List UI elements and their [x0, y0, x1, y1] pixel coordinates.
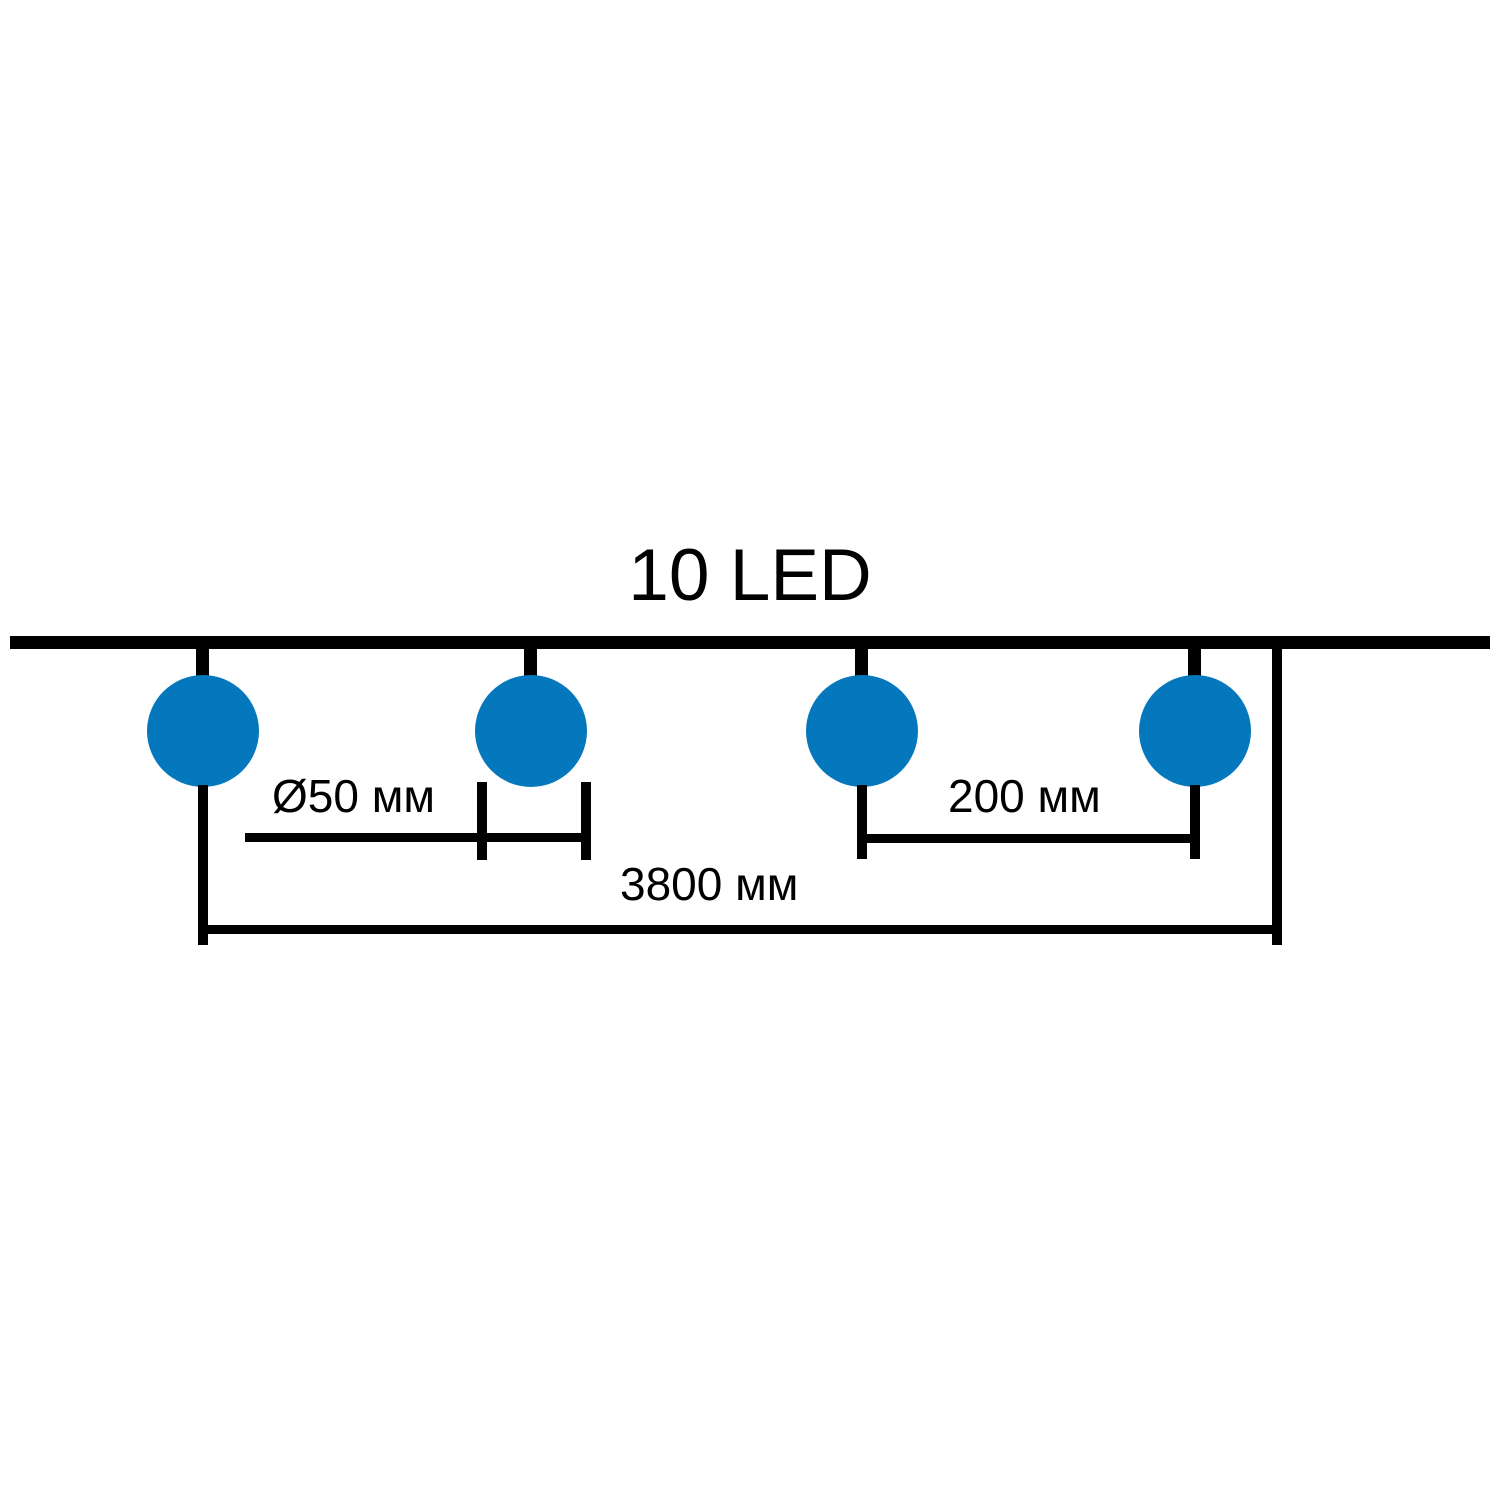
spacing-dimension-line — [862, 834, 1195, 843]
led-unit-2 — [475, 642, 587, 787]
total-length-dimension-group: 3800 мм — [203, 642, 1282, 945]
diameter-ext-line-right — [581, 782, 591, 860]
spacing-dimension-group: 200 мм — [862, 770, 1195, 843]
diagram-title: 10 LED — [628, 535, 872, 616]
extension-line-led-1 — [198, 785, 208, 945]
led-unit-4 — [1139, 642, 1251, 859]
diameter-ext-line-left — [477, 782, 487, 860]
led-unit-1 — [147, 642, 259, 945]
spacing-label: 200 мм — [948, 770, 1101, 822]
total-length-dimension-line — [203, 925, 1277, 934]
main-wire — [10, 636, 1490, 649]
diameter-dimension-group: Ø50 мм — [245, 770, 591, 860]
led-unit-3 — [806, 642, 918, 859]
total-length-label: 3800 мм — [620, 858, 798, 910]
led-bulb-2 — [475, 675, 587, 787]
extension-line-led-3 — [857, 785, 867, 859]
diameter-label: Ø50 мм — [272, 770, 435, 822]
diameter-dimension-line — [245, 833, 587, 842]
led-bulb-1 — [147, 675, 259, 787]
extension-line-led-4 — [1190, 785, 1200, 859]
led-bulb-3 — [806, 675, 918, 787]
total-length-ext-line-right — [1272, 642, 1282, 945]
led-bulb-4 — [1139, 675, 1251, 787]
